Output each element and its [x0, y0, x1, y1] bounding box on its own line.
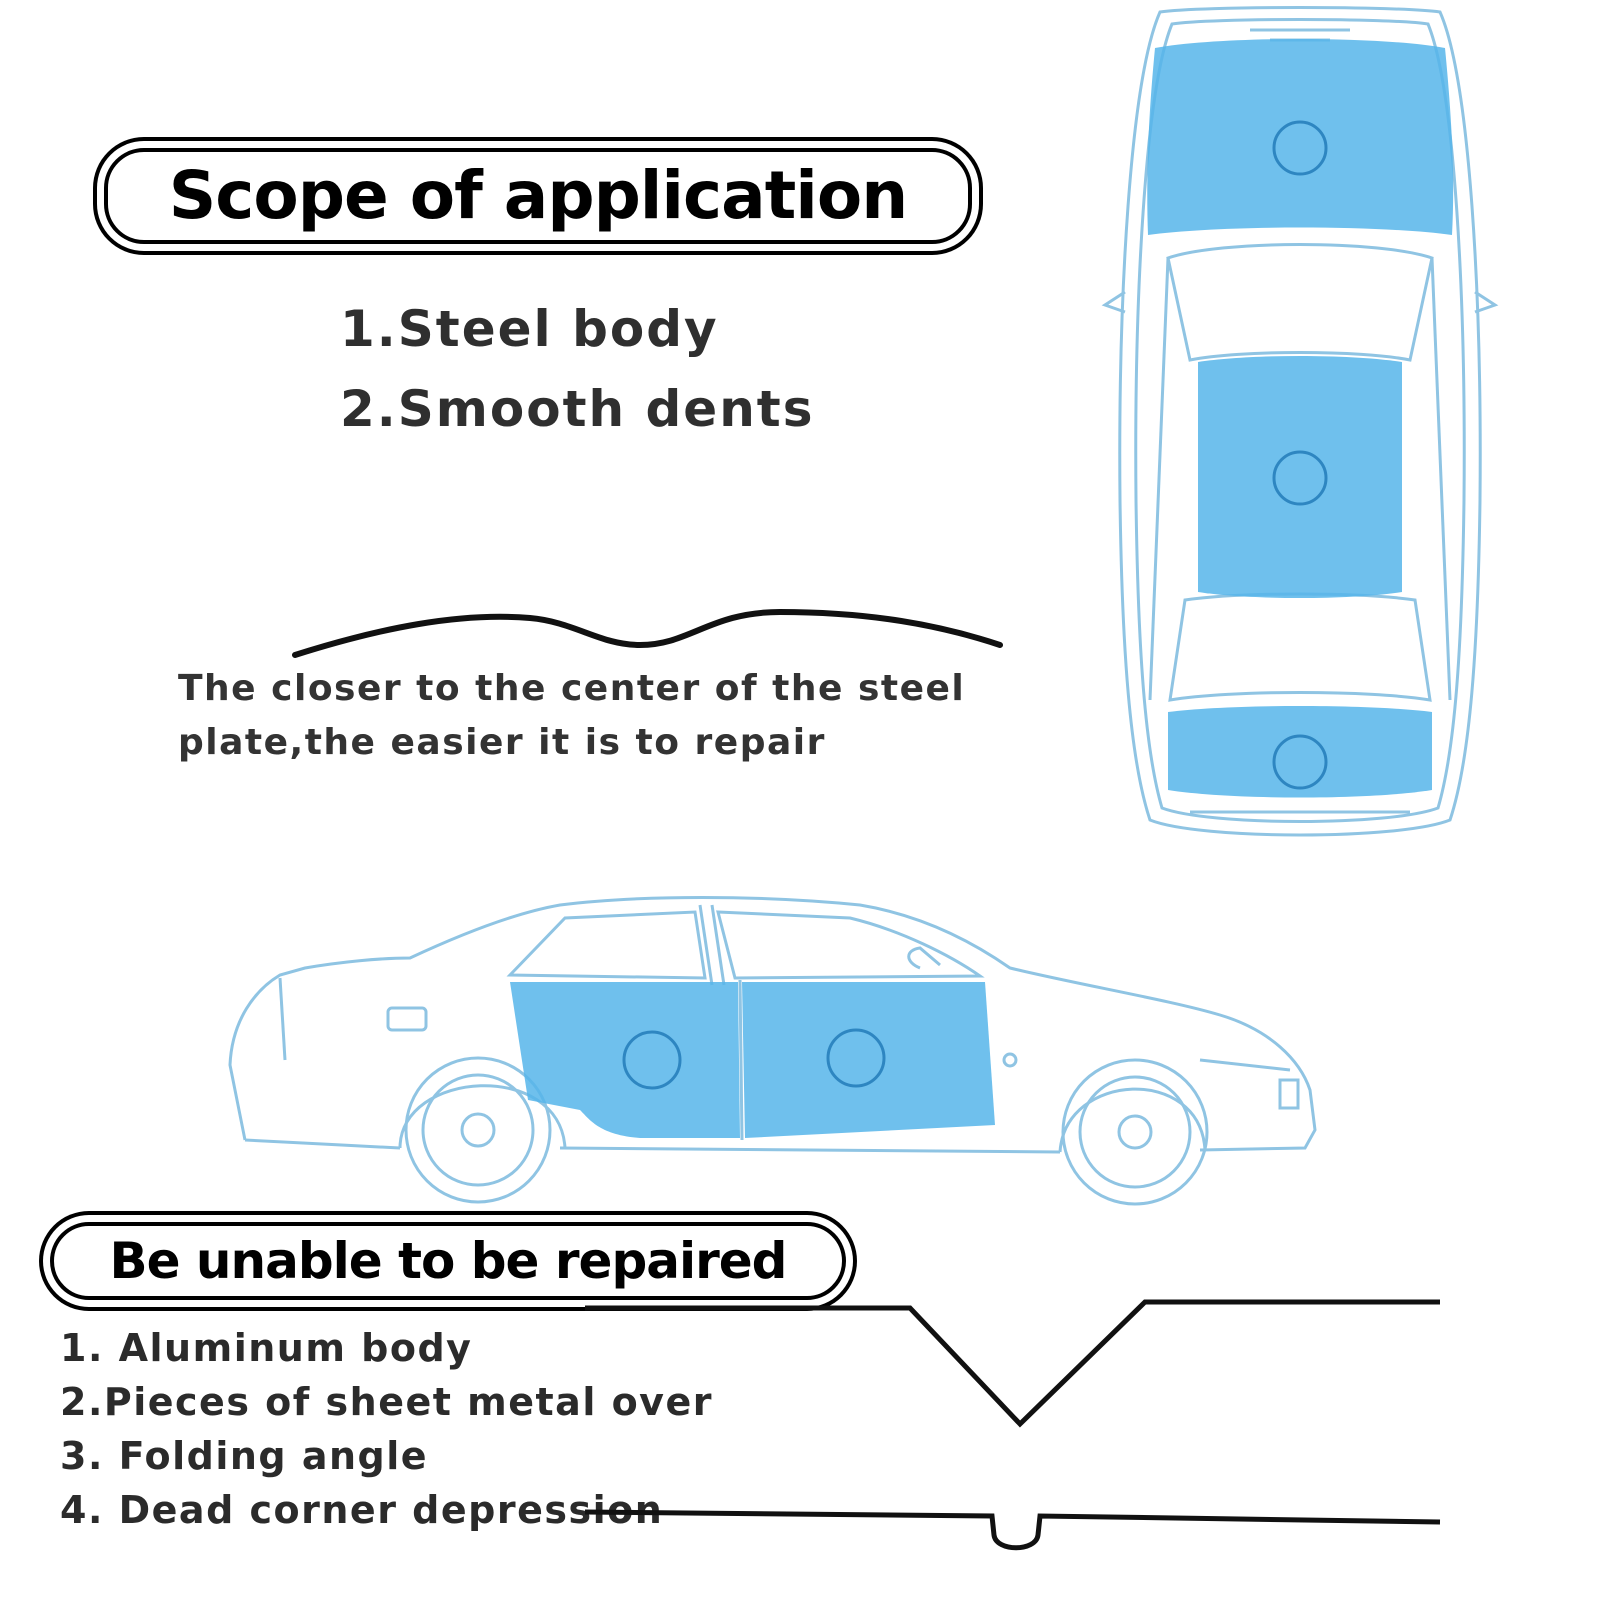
scope-item-steel-body: 1.Steel body [340, 300, 719, 358]
dent-puller-marker-icon [826, 1028, 886, 1088]
dent-puller-marker-icon [622, 1030, 682, 1090]
unable-item-sheet-metal: 2.Pieces of sheet metal over [60, 1380, 713, 1424]
scope-item-smooth-dents: 2.Smooth dents [340, 380, 815, 438]
unable-item-aluminum: 1. Aluminum body [60, 1326, 473, 1370]
scope-caption-line-2: plate,the easier it is to repair [178, 722, 826, 763]
unable-title: Be unable to be repaired [50, 1222, 846, 1300]
dead-corner-curve-icon [584, 1509, 1441, 1551]
scope-caption-line-1: The closer to the center of the steel [178, 668, 966, 709]
dent-puller-marker-icon [1272, 120, 1328, 176]
smooth-dent-curve-icon [292, 608, 1003, 658]
car-side-view-icon [228, 896, 1317, 1206]
car-side-view-panels [510, 979, 995, 1141]
sharp-fold-curve-icon [585, 1299, 1440, 1428]
car-top-view-panels [1147, 39, 1454, 798]
dent-puller-marker-icon [1272, 450, 1328, 506]
scope-title: Scope of application [104, 148, 972, 244]
dent-puller-marker-icon [1272, 734, 1328, 790]
unable-item-folding-angle: 3. Folding angle [60, 1434, 429, 1478]
unable-item-dead-corner: 4. Dead corner depression [60, 1488, 664, 1532]
